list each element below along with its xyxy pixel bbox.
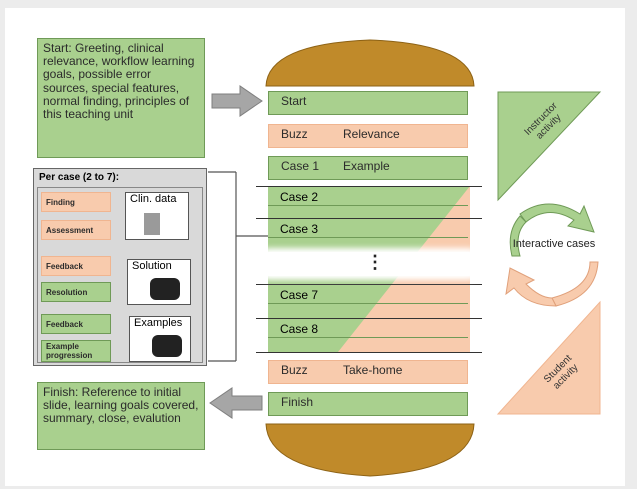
start-arrow-icon bbox=[211, 85, 263, 117]
cycle-arrow-peach2-icon bbox=[505, 267, 557, 307]
finish-arrow-icon bbox=[209, 387, 263, 419]
instructor-triangle bbox=[497, 91, 602, 202]
solution-box: Solution bbox=[127, 259, 191, 305]
row-case8-label: Case 8 bbox=[280, 322, 319, 336]
student-triangle bbox=[496, 300, 601, 415]
finding-box: Finding bbox=[41, 192, 111, 212]
cycle-arrow-green2-icon bbox=[509, 215, 527, 257]
per-case-title: Per case (2 to 7): bbox=[39, 172, 120, 183]
clin-data-label: Clin. data bbox=[130, 193, 177, 205]
row-start-label: Start bbox=[281, 94, 307, 108]
case-divider bbox=[256, 284, 482, 285]
solution-label: Solution bbox=[132, 260, 172, 272]
top-bun-icon bbox=[265, 39, 475, 87]
interactive-cases-label: Interactive cases bbox=[512, 238, 596, 250]
row-case7: Case 7 bbox=[268, 286, 468, 304]
examples-box: Examples bbox=[129, 316, 191, 362]
bottom-bun-icon bbox=[265, 423, 475, 477]
ct-scan-icon bbox=[150, 278, 180, 300]
resolution-box: Resolution bbox=[41, 282, 111, 302]
start-description-box: Start: Greeting, clinical relevance, wor… bbox=[37, 38, 205, 158]
row-finish-label: Finish bbox=[281, 395, 314, 409]
row-case3: Case 3 bbox=[268, 220, 468, 238]
clin-data-box: Clin. data bbox=[125, 192, 189, 240]
row-example-label: Example bbox=[343, 159, 390, 173]
row-case1: Case 1 Example bbox=[268, 156, 468, 180]
row-case2: Case 2 bbox=[268, 188, 468, 206]
row-buzz1-label: Buzz bbox=[281, 127, 308, 141]
row-buzz-relevance: Buzz Relevance bbox=[268, 124, 468, 148]
row-case7-label: Case 7 bbox=[280, 288, 319, 302]
case-divider bbox=[256, 318, 482, 319]
cycle-arrow-peach-icon bbox=[551, 261, 599, 307]
row-takehome-label: Take-home bbox=[343, 363, 403, 377]
row-buzz-takehome: Buzz Take-home bbox=[268, 360, 468, 384]
cycle-arrow-green-icon bbox=[519, 203, 595, 233]
row-buzz2-label: Buzz bbox=[281, 363, 308, 377]
torn-gap bbox=[262, 252, 476, 276]
per-case-bracket bbox=[208, 171, 268, 362]
row-case2-label: Case 2 bbox=[280, 190, 319, 204]
case-divider bbox=[256, 186, 482, 187]
ellipsis-dots: ⋮ bbox=[366, 252, 384, 272]
row-start: Start bbox=[268, 91, 468, 115]
feedback-box-2: Feedback bbox=[41, 314, 111, 334]
example-progression-box: Example progression bbox=[41, 340, 111, 362]
case-divider bbox=[256, 352, 482, 353]
row-finish: Finish bbox=[268, 392, 468, 416]
row-relevance-label: Relevance bbox=[343, 127, 400, 141]
row-case8: Case 8 bbox=[268, 320, 468, 338]
finish-description-box: Finish: Reference to initial slide, lear… bbox=[37, 382, 205, 450]
xray-thumb-icon bbox=[144, 213, 160, 235]
per-case-box: Per case (2 to 7): Finding Assessment Cl… bbox=[33, 168, 207, 366]
row-case1-label: Case 1 bbox=[281, 159, 320, 173]
examples-label: Examples bbox=[134, 317, 183, 329]
row-case3-label: Case 3 bbox=[280, 222, 319, 236]
case-divider bbox=[256, 218, 482, 219]
ct-scan-icon bbox=[152, 335, 182, 357]
feedback-box-1: Feedback bbox=[41, 256, 111, 276]
assessment-box: Assessment bbox=[41, 220, 111, 240]
